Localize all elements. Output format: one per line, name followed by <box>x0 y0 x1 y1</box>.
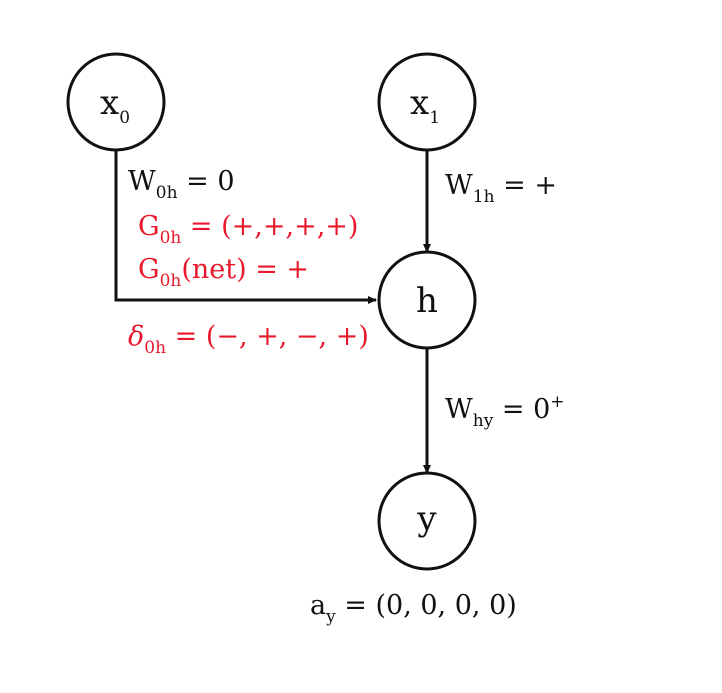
node-x1-circle <box>377 52 477 152</box>
weight-w0h-label: W0h = 0 <box>128 166 235 203</box>
node-y-label: y <box>416 499 437 539</box>
node-h-label: h <box>416 281 438 321</box>
gradient-g0h-net-label: G0h(net) = + <box>138 254 309 291</box>
node-y: y <box>377 471 477 571</box>
node-y-circle <box>377 471 477 571</box>
node-x0-circle <box>66 52 166 152</box>
node-h: h <box>377 250 477 350</box>
node-h-circle <box>377 250 477 350</box>
edge-x0-to-h <box>114 148 377 304</box>
node-x0: x0 <box>66 52 166 152</box>
gradient-g0h-label: G0h = (+,+,+,+) <box>138 211 358 248</box>
weight-w1h-label: W1h = + <box>445 170 557 207</box>
activation-ay-label: ay = (0, 0, 0, 0) <box>310 590 517 627</box>
node-x0-label: x0 <box>100 83 130 128</box>
node-x1-label: x1 <box>410 83 440 128</box>
node-x1: x1 <box>377 52 477 152</box>
delta-0h-label: δ0h = (−, +, −, +) <box>128 321 369 358</box>
weight-why-label: Why = 0+ <box>445 392 565 431</box>
